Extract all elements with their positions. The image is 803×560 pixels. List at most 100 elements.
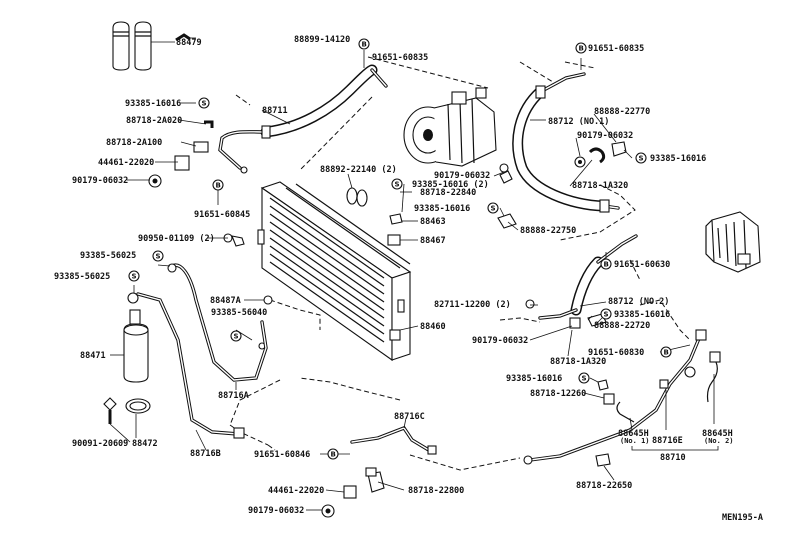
bracket-band-88472-illustration bbox=[103, 397, 151, 424]
hose-88711-illustration bbox=[218, 64, 388, 170]
label-91651-60846: 91651-60846 bbox=[254, 450, 310, 460]
s-symbol-icon: S bbox=[487, 202, 499, 214]
s-symbol-icon: S bbox=[578, 372, 590, 384]
label-88718-22800: 88718-22800 bbox=[408, 486, 464, 496]
caps-88479-illustration bbox=[112, 21, 152, 71]
label-44461-22020-b: 44461-22020 bbox=[268, 486, 324, 496]
label-93385-16016-b: 93385-16016 bbox=[650, 154, 706, 164]
leader-lines bbox=[109, 37, 719, 511]
svg-text:S: S bbox=[582, 375, 587, 383]
svg-text:S: S bbox=[395, 181, 400, 189]
symbol-markers: B B S B S S S S S B S S B S B bbox=[128, 38, 672, 460]
label-88645h-no2: 88645H bbox=[702, 429, 733, 439]
s-symbol-icon: S bbox=[600, 308, 612, 320]
hose-clamp-parts-illustration bbox=[574, 141, 627, 168]
s-symbol-icon: S bbox=[391, 178, 403, 190]
label-88888-22770: 88888-22770 bbox=[594, 107, 650, 117]
b-symbol-icon: B bbox=[327, 448, 339, 460]
label-90179-06032-b: 90179-06032 bbox=[577, 131, 633, 141]
condenser-88460-illustration bbox=[257, 181, 412, 362]
pipe-88716e-illustration bbox=[523, 329, 707, 465]
label-88467: 88467 bbox=[420, 236, 446, 246]
svg-text:B: B bbox=[604, 261, 609, 269]
clip-88899-14120-illustration bbox=[175, 33, 191, 42]
label-91651-60835-left: 91651-60835 bbox=[372, 53, 428, 63]
label-91651-60835-right: 91651-60835 bbox=[588, 44, 644, 54]
label-93385-16016-f: 93385-16016 bbox=[506, 374, 562, 384]
hose-88712-no2-illustration bbox=[525, 234, 638, 329]
svg-text:S: S bbox=[491, 205, 496, 213]
label-88645h-no1: 88645H bbox=[618, 429, 649, 439]
label-88718-22840: 88718-22840 bbox=[420, 188, 476, 198]
svg-text:B: B bbox=[579, 45, 584, 53]
label-88487a: 88487A bbox=[210, 296, 241, 306]
label-90179-06032-e: 90179-06032 bbox=[248, 506, 304, 516]
b-symbol-icon: B bbox=[600, 258, 612, 270]
receiver-dryer-88471-illustration bbox=[123, 292, 149, 383]
compressor-illustration bbox=[403, 87, 497, 167]
label-91651-60845: 91651-60845 bbox=[194, 210, 250, 220]
label-88888-22750: 88888-22750 bbox=[520, 226, 576, 236]
label-88718-2a020: 88718-2A020 bbox=[126, 116, 182, 126]
label-88716b: 88716B bbox=[190, 449, 221, 459]
label-88899-14120: 88899-14120 bbox=[294, 35, 350, 45]
svg-text:B: B bbox=[664, 349, 669, 357]
label-91651-60630: 91651-60630 bbox=[614, 260, 670, 270]
label-88712-no2: 88712 (NO.2) bbox=[608, 297, 669, 307]
label-90091-20609: 90091-20609 bbox=[72, 439, 128, 449]
label-88718-2a100: 88718-2A100 bbox=[106, 138, 162, 148]
evaporator-unit-illustration bbox=[705, 211, 761, 273]
label-88645h-no2-sub: (No. 2) bbox=[704, 437, 734, 445]
label-90950-01109: 90950-01109 (2) bbox=[138, 234, 215, 244]
label-88711: 88711 bbox=[262, 106, 288, 116]
label-88718-12260: 88718-12260 bbox=[530, 389, 586, 399]
s-symbol-icon: S bbox=[128, 270, 140, 282]
label-88710: 88710 bbox=[660, 453, 686, 463]
s-symbol-icon: S bbox=[152, 250, 164, 262]
label-93385-16016-c: 93385-16016 (2) bbox=[412, 180, 489, 190]
svg-text:B: B bbox=[362, 41, 367, 49]
b-symbol-icon: B bbox=[358, 38, 370, 50]
label-93385-16016-e: 93385-16016 bbox=[614, 310, 670, 320]
label-93385-16016-d: 93385-16016 bbox=[414, 204, 470, 214]
part-labels: 88479 88899-14120 91651-60835 91651-6083… bbox=[54, 35, 763, 523]
s-symbol-icon: S bbox=[230, 330, 242, 342]
pipe-88716b-illustration bbox=[136, 292, 245, 439]
drawing-code: MEN195-A bbox=[722, 513, 763, 523]
label-88716a: 88716A bbox=[218, 391, 249, 401]
label-93385-56040: 93385-56040 bbox=[211, 308, 267, 318]
s-symbol-icon: S bbox=[198, 97, 210, 109]
label-90179-06032-d: 90179-06032 bbox=[472, 336, 528, 346]
label-88716c: 88716C bbox=[394, 412, 425, 422]
label-93385-56025-b: 93385-56025 bbox=[54, 272, 110, 282]
label-88888-22720: 88888-22720 bbox=[594, 321, 650, 331]
svg-text:S: S bbox=[156, 253, 161, 261]
label-88463: 88463 bbox=[420, 217, 446, 227]
label-88716e: 88716E bbox=[652, 436, 683, 446]
label-88718-22650: 88718-22650 bbox=[576, 481, 632, 491]
b-symbol-icon: B bbox=[575, 42, 587, 54]
label-93385-56025-a: 93385-56025 bbox=[80, 251, 136, 261]
svg-text:B: B bbox=[216, 182, 221, 190]
label-91651-60830: 91651-60830 bbox=[588, 348, 644, 358]
svg-text:S: S bbox=[639, 155, 644, 163]
dashed-connection-lines bbox=[229, 56, 691, 471]
label-88479: 88479 bbox=[176, 38, 202, 48]
label-44461-22020-a: 44461-22020 bbox=[98, 158, 154, 168]
s-symbol-icon: S bbox=[635, 152, 647, 164]
svg-text:S: S bbox=[132, 273, 137, 281]
b-symbol-icon: B bbox=[212, 179, 224, 191]
label-88460: 88460 bbox=[420, 322, 446, 332]
label-88712-no1: 88712 (NO.1) bbox=[548, 117, 609, 127]
label-88645h-no1-sub: (No. 1) bbox=[620, 437, 650, 445]
svg-text:S: S bbox=[202, 100, 207, 108]
pipe-88716c-illustration bbox=[350, 425, 437, 455]
label-88472: 88472 bbox=[132, 439, 158, 449]
label-82711-12200: 82711-12200 (2) bbox=[434, 300, 511, 310]
svg-text:S: S bbox=[604, 311, 609, 319]
label-88471: 88471 bbox=[80, 351, 106, 361]
bottom-bracket-parts-illustration bbox=[321, 467, 385, 518]
hose-88712-no1-illustration bbox=[512, 72, 620, 213]
